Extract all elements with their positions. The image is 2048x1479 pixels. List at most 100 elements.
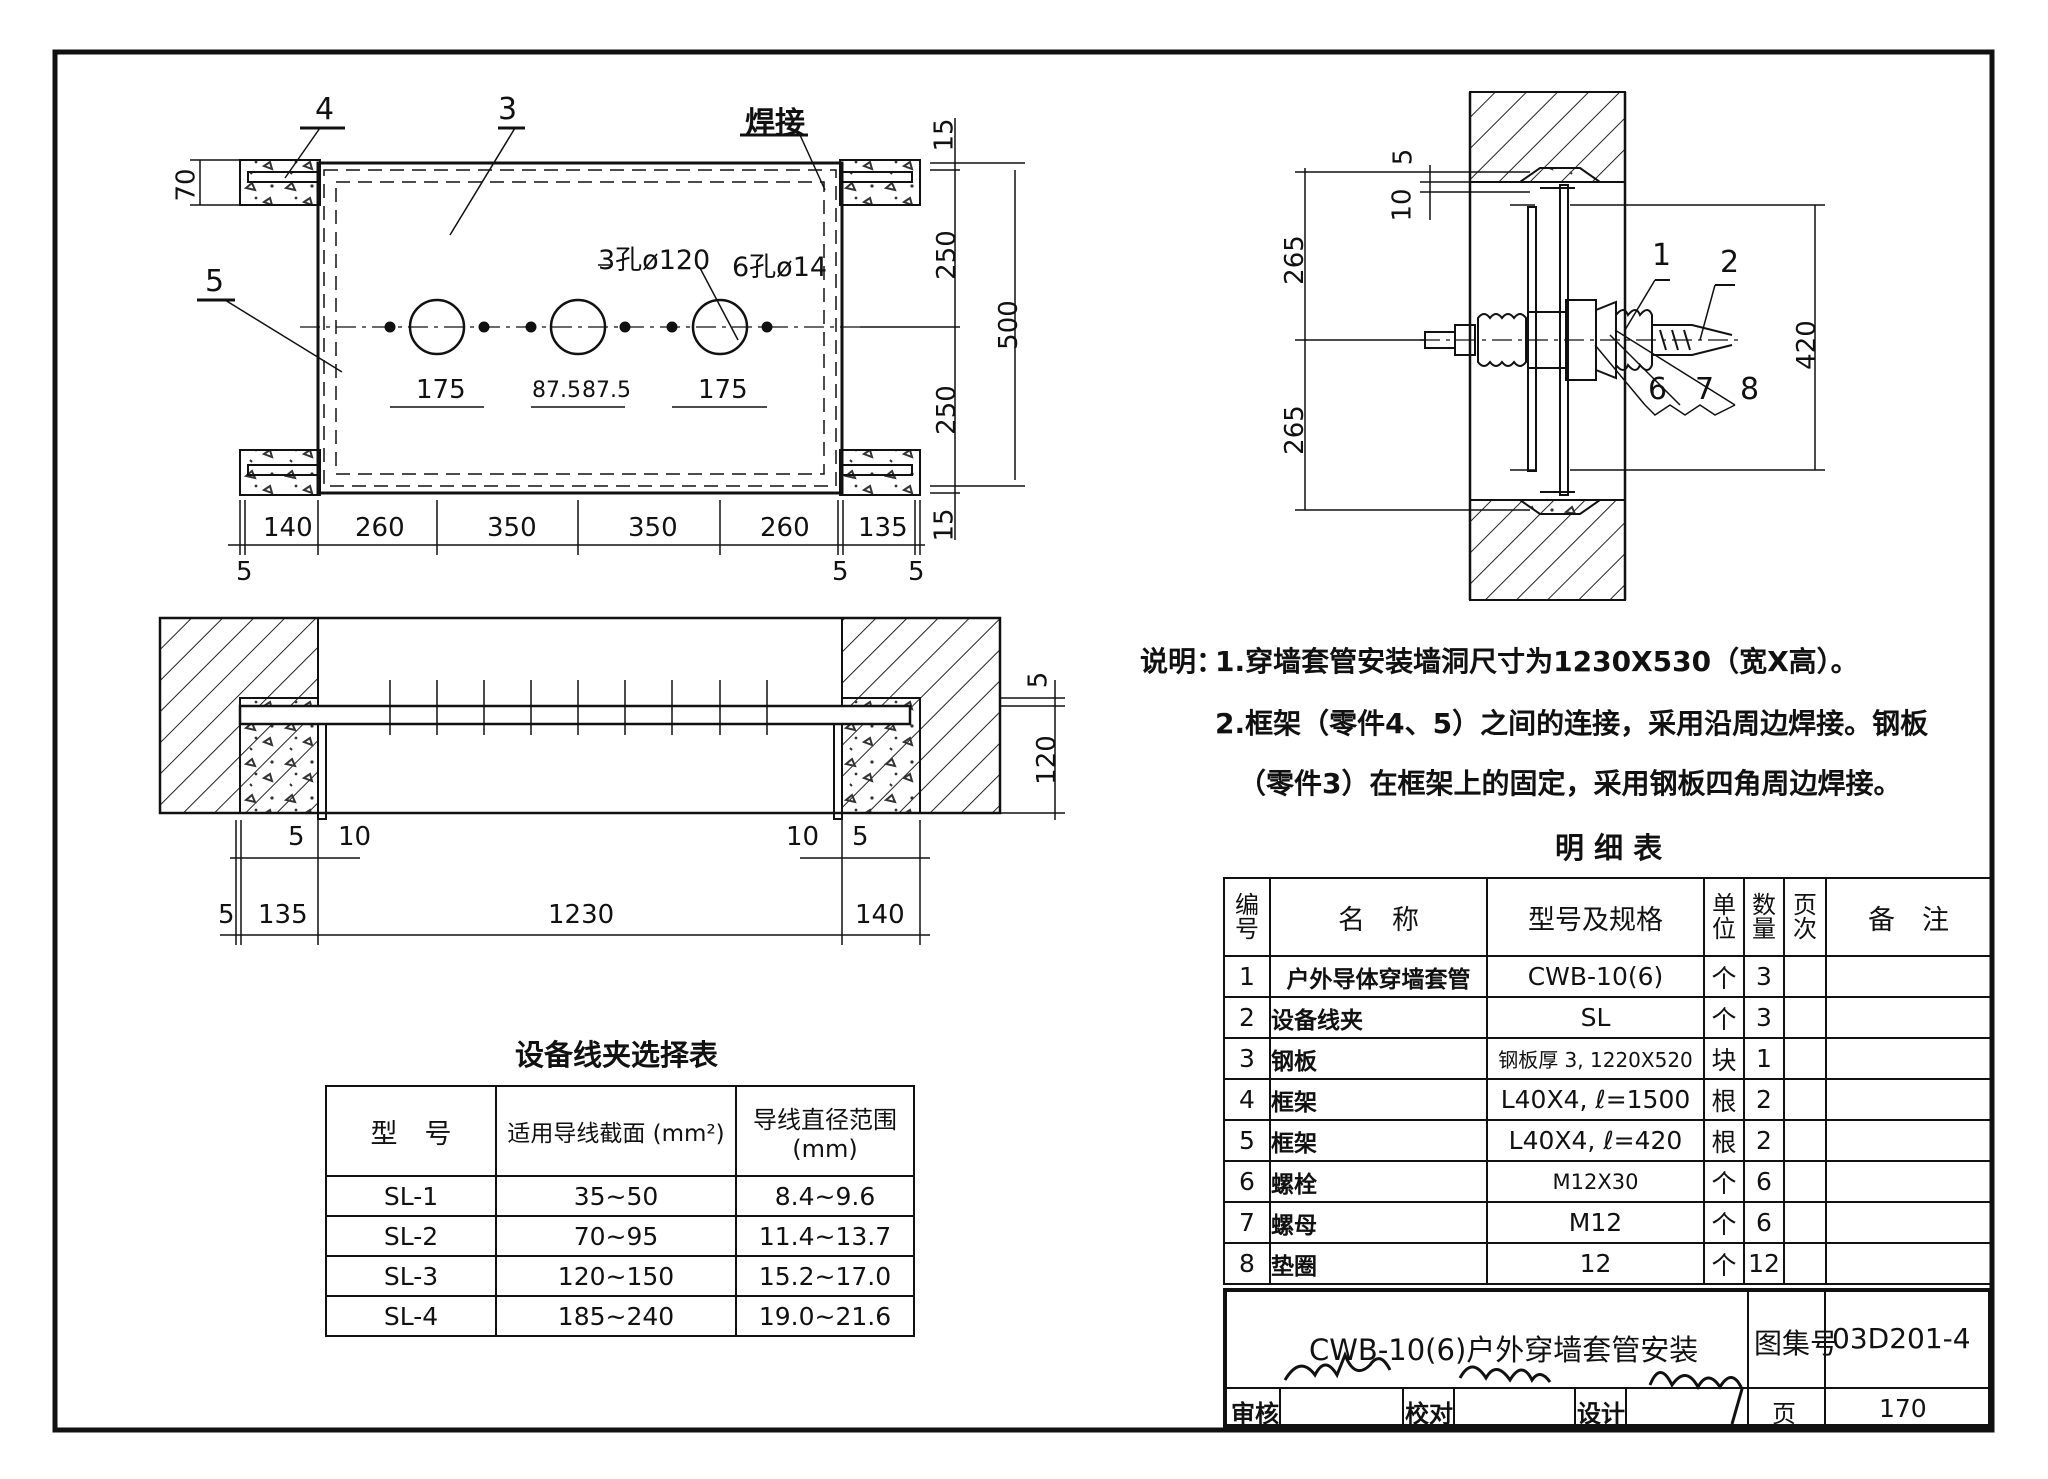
sec-dim-10-left: 10 xyxy=(338,822,372,852)
table-cell: 个 xyxy=(1703,1160,1745,1203)
table-cell: L40X4, ℓ=1500 xyxy=(1486,1078,1705,1121)
part-label-3: 3 xyxy=(498,92,518,127)
title-divider-v xyxy=(1747,1292,1749,1428)
part-label-5: 5 xyxy=(205,264,225,299)
dim-5-right-a: 5 xyxy=(832,557,849,587)
table-cell: 户外导体穿墙套管 xyxy=(1269,955,1488,998)
table-cell: 块 xyxy=(1703,1037,1745,1080)
table-cell: 12 xyxy=(1743,1242,1785,1285)
table-cell: 3 xyxy=(1223,1037,1271,1080)
table-cell: 框架 xyxy=(1269,1078,1488,1121)
table-cell: 5 xyxy=(1223,1119,1271,1162)
bom-header-unit: 单位 xyxy=(1703,877,1745,957)
table-cell: 3 xyxy=(1743,955,1785,998)
table-cell: 2 xyxy=(1743,1078,1785,1121)
table-cell: 185~240 xyxy=(495,1295,737,1337)
side-dim-420: 420 xyxy=(1791,320,1822,370)
table-cell: 6 xyxy=(1743,1160,1785,1203)
sec-dim-5-outer: 5 xyxy=(218,900,235,930)
table-cell: 70~95 xyxy=(495,1215,737,1257)
table-cell: 120~150 xyxy=(495,1255,737,1297)
dim-bottom-260-right: 260 xyxy=(760,513,810,543)
clamp-header-model: 型 号 xyxy=(325,1085,497,1177)
table-cell: SL-3 xyxy=(325,1255,497,1297)
section-view xyxy=(158,616,1065,945)
table-cell: M12X30 xyxy=(1486,1160,1705,1203)
plan-view xyxy=(190,118,1025,555)
notes-line-2: 2.框架（零件4、5）之间的连接，采用沿周边焊接。钢板 xyxy=(1215,707,1929,740)
dim-bottom-350-right: 350 xyxy=(628,513,678,543)
sec-dim-5: 5 xyxy=(1023,671,1054,689)
page-number: 170 xyxy=(1879,1394,1927,1423)
side-part-7: 7 xyxy=(1695,372,1715,407)
side-dim-5: 5 xyxy=(1388,148,1419,166)
table-cell xyxy=(1783,1242,1827,1285)
title-cell-divider-2 xyxy=(1402,1387,1404,1428)
table-cell xyxy=(1783,1201,1827,1244)
dim-bottom-135: 135 xyxy=(858,513,908,543)
part-label-4: 4 xyxy=(315,92,335,127)
side-part-8: 8 xyxy=(1740,372,1760,407)
table-cell: SL-1 xyxy=(325,1175,497,1217)
table-cell xyxy=(1783,996,1827,1039)
table-cell: 6 xyxy=(1743,1201,1785,1244)
table-cell xyxy=(1783,1037,1827,1080)
dim-5-right-b: 5 xyxy=(908,557,925,587)
dim-500: 500 xyxy=(993,300,1024,350)
side-part-1: 1 xyxy=(1652,238,1672,273)
table-cell: SL-4 xyxy=(325,1295,497,1337)
table-cell: 2 xyxy=(1743,1119,1785,1162)
drawing-title: CWB-10(6)户外穿墙套管安装 xyxy=(1309,1333,1699,1367)
bom-title: 明 细 表 xyxy=(1555,831,1663,865)
side-dim-265-upper: 265 xyxy=(1279,235,1310,285)
title-divider-h xyxy=(1227,1387,1988,1389)
table-cell: 根 xyxy=(1703,1078,1745,1121)
table-cell: 1 xyxy=(1743,1037,1785,1080)
table-cell: 设备线夹 xyxy=(1269,996,1488,1039)
table-cell: 35~50 xyxy=(495,1175,737,1217)
bom-header-page: 页次 xyxy=(1783,877,1827,957)
table-cell xyxy=(1825,1160,1992,1203)
clamp-header-diameter: 导线直径范围 (mm) xyxy=(735,1085,915,1177)
small-hole-label: 6孔ø14 xyxy=(732,252,828,283)
table-cell xyxy=(1825,1078,1992,1121)
page-label: 页 xyxy=(1772,1400,1796,1428)
table-cell: 11.4~13.7 xyxy=(735,1215,915,1257)
table-cell: 8 xyxy=(1223,1242,1271,1285)
table-cell: 个 xyxy=(1703,1201,1745,1244)
table-cell xyxy=(1783,1078,1827,1121)
side-part-6: 6 xyxy=(1648,372,1668,407)
bom-header-remark: 备 注 xyxy=(1825,877,1992,957)
bom-header-spec: 型号及规格 xyxy=(1486,877,1705,957)
table-cell: 12 xyxy=(1486,1242,1705,1285)
notes-line-1: 1.穿墙套管安装墙洞尺寸为1230X530（宽X高）。 xyxy=(1215,645,1859,678)
table-cell: 框架 xyxy=(1269,1119,1488,1162)
table-cell xyxy=(1783,955,1827,998)
sec-dim-135: 135 xyxy=(258,900,308,930)
sec-dim-5-right-inner: 5 xyxy=(852,822,869,852)
side-part-2: 2 xyxy=(1720,245,1740,280)
review-label: 审核 xyxy=(1231,1400,1279,1428)
table-cell: 7 xyxy=(1223,1201,1271,1244)
dim-bottom-350-left: 350 xyxy=(487,513,537,543)
table-cell: 垫圈 xyxy=(1269,1242,1488,1285)
sheet-border xyxy=(52,49,1995,1433)
bom-header-name: 名 称 xyxy=(1269,877,1488,957)
table-cell xyxy=(1825,996,1992,1039)
dim-70: 70 xyxy=(171,168,202,202)
table-cell: 钢板 xyxy=(1269,1037,1488,1080)
title-cell-divider-1 xyxy=(1279,1387,1281,1428)
atlas-label: 图集号 xyxy=(1754,1327,1839,1360)
table-cell: 螺母 xyxy=(1269,1201,1488,1244)
side-dim-10: 10 xyxy=(1387,188,1418,222)
sec-dim-10-right: 10 xyxy=(786,822,820,852)
bom-header-qty: 数量 xyxy=(1743,877,1785,957)
table-cell: 1 xyxy=(1223,955,1271,998)
